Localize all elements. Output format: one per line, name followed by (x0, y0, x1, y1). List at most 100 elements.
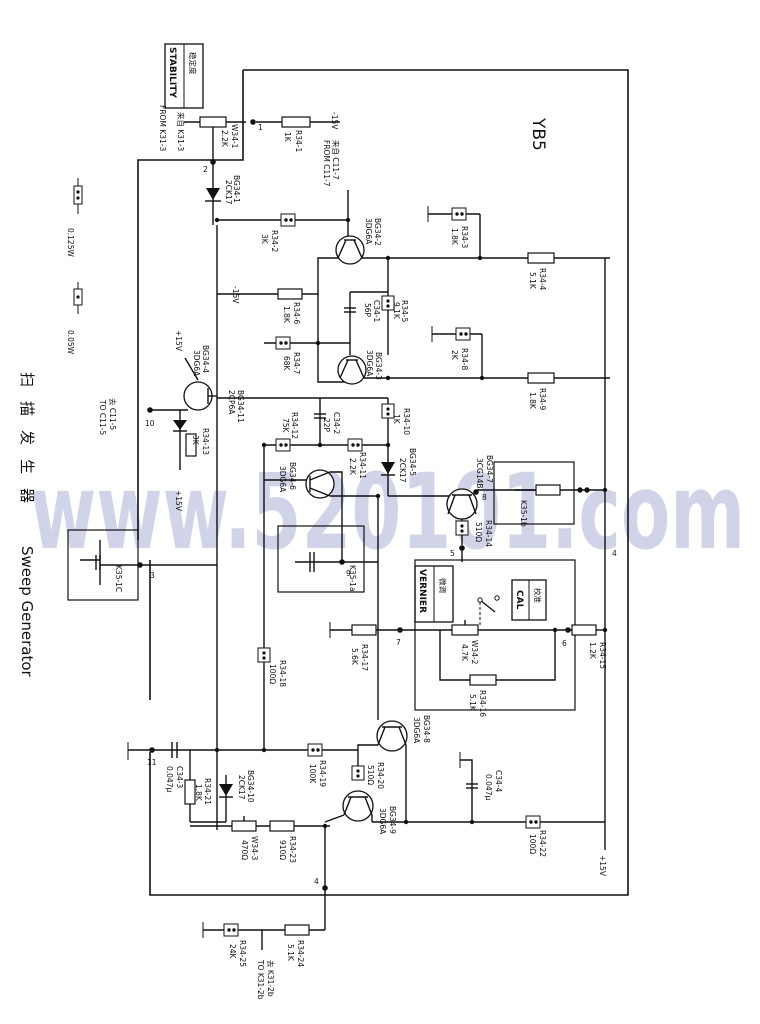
node-4-bottom: 4 (314, 877, 319, 886)
svg-text:R34-3: R34-3 (460, 226, 469, 248)
svg-text:9.1K: 9.1K (392, 302, 401, 320)
svg-text:微调: 微调 (438, 578, 448, 593)
diode-bg34-1: BG34-1 2CK17 (205, 164, 241, 225)
svg-text:BG34-10: BG34-10 (246, 770, 255, 803)
capacitor-c34-3: C34-3 0.047μ (165, 742, 184, 792)
ref-from-c11-7: 来自 C11-7 (331, 140, 341, 180)
svg-text:1K: 1K (392, 414, 401, 425)
transistor-bg34-4: BG34-4 3DG6A (183, 345, 217, 411)
node-6: 6 (562, 639, 567, 648)
svg-text:BG34-8: BG34-8 (422, 715, 431, 743)
svg-text:R34-5: R34-5 (400, 300, 409, 322)
ref-from-k31-3: 来自 K31-3 (176, 112, 186, 152)
svg-text:5.1K: 5.1K (528, 272, 537, 290)
svg-text:2CP6A: 2CP6A (227, 390, 236, 415)
resistor-r34-4: R34-4 5.1K (527, 252, 555, 290)
svg-text:100Ω: 100Ω (528, 834, 537, 854)
supply-pos15-left2: +15V (174, 490, 183, 512)
resistor-r34-2: R34-2 3K (217, 213, 348, 252)
svg-text:1.8K: 1.8K (450, 228, 459, 246)
resistor-r34-18: R34-18 100Ω (257, 647, 287, 687)
supply-neg15-mid: -15V (231, 286, 240, 304)
svg-text:100K: 100K (308, 764, 317, 784)
svg-text:4.7K: 4.7K (460, 644, 469, 662)
svg-text:R34-22: R34-22 (538, 830, 547, 857)
svg-text:K35-1C: K35-1C (114, 565, 123, 592)
svg-text:BG34-1: BG34-1 (232, 175, 241, 203)
svg-text:470Ω: 470Ω (240, 840, 249, 860)
svg-text:1.2K: 1.2K (588, 642, 597, 660)
resistor-r34-15: R34-15 1.2K (571, 624, 607, 669)
resistor-r34-11: R34-11 2.2K (347, 438, 367, 479)
svg-text:R34-19: R34-19 (318, 760, 327, 787)
svg-text:R34-1: R34-1 (294, 130, 303, 152)
svg-text:BG34-3: BG34-3 (374, 352, 383, 380)
legend-005w: 0.05W (66, 330, 75, 355)
svg-text:5.1K: 5.1K (286, 944, 295, 962)
svg-text:3DG6A: 3DG6A (412, 717, 421, 744)
svg-text:1.8K: 1.8K (528, 392, 537, 410)
svg-text:3K: 3K (191, 435, 200, 446)
node-10: 10 (145, 419, 155, 428)
svg-text:STABILITY: STABILITY (167, 47, 177, 98)
supply-pos15-left: +15V (174, 330, 183, 352)
svg-text:R34-6: R34-6 (292, 302, 301, 324)
svg-text:R34-12: R34-12 (290, 412, 299, 439)
switch-box-k35-1b: K35-1b (493, 461, 590, 527)
svg-text:3DG6A: 3DG6A (278, 466, 287, 493)
svg-text:2CK17: 2CK17 (224, 180, 233, 205)
svg-text:5.6K: 5.6K (350, 648, 359, 666)
capacitor-c34-2: C34-2 22P (314, 412, 341, 434)
capacitor-c34-4: C34-4 0.047μ (459, 752, 503, 822)
svg-text:C34-3: C34-3 (175, 766, 184, 788)
transistor-bg34-9: BG34-9 3DG6A (342, 790, 397, 835)
title-cn: 扫描发生器 (18, 372, 36, 517)
resistor-r34-14: R34-14 510Ω (455, 520, 493, 547)
svg-text:R34-25: R34-25 (238, 940, 247, 967)
ref-to-k31-2b-en: TO K31-2b (256, 959, 265, 1000)
resistor-r34-13: R34-13 3K (179, 428, 210, 470)
resistor-r34-16: R34-16 5.1K (468, 674, 497, 717)
svg-text:R34-2: R34-2 (270, 230, 279, 252)
node-8: 8 (482, 493, 487, 502)
svg-text:510Ω: 510Ω (474, 522, 483, 542)
svg-text:R34-20: R34-20 (376, 762, 385, 789)
svg-text:3K: 3K (260, 234, 269, 245)
potentiometer-w34-1: W34-1 2.2K (184, 116, 246, 162)
svg-text:910Ω: 910Ω (278, 840, 287, 860)
node-5: 5 (450, 549, 455, 558)
svg-text:2K: 2K (450, 350, 459, 361)
svg-text:100Ω: 100Ω (268, 664, 277, 684)
block-label: YB5 (528, 117, 548, 151)
page-title: 扫描发生器 Sweep Generator (18, 372, 36, 678)
svg-text:C34-4: C34-4 (494, 770, 503, 792)
legend-0125w: 0.125W (66, 228, 75, 257)
svg-text:K35-1b: K35-1b (519, 500, 528, 527)
transistor-bg34-3: BG34-3 3DG6A (337, 350, 383, 385)
svg-text:1.8K: 1.8K (194, 784, 203, 802)
svg-text:2.2K: 2.2K (220, 130, 229, 148)
svg-text:22P: 22P (322, 418, 331, 433)
supply-neg15-top: -15V (330, 112, 339, 130)
node-4-right: 4 (612, 549, 617, 558)
svg-text:R34-24: R34-24 (296, 940, 305, 967)
svg-text:BG34-2: BG34-2 (373, 218, 382, 246)
resistor-r34-5: R34-5 9.1K (381, 295, 409, 322)
capacitor-c34-1: C34-1 56P (344, 300, 381, 322)
node-11: 11 (147, 758, 157, 767)
resistor-r34-9: R34-9 1.8K (527, 372, 555, 410)
svg-text:R34-10: R34-10 (402, 408, 411, 435)
title-en: Sweep Generator (18, 546, 36, 678)
svg-text:W34-2: W34-2 (470, 640, 479, 665)
diode-bg34-5: BG34-5 2CK17 (381, 445, 417, 496)
power-rating-legend: 0.125W 0.05W (66, 178, 83, 355)
node-9: 9 (346, 569, 351, 578)
supply-pos15-right: +15V (598, 855, 607, 877)
svg-text:R34-15: R34-15 (598, 642, 607, 669)
svg-text:2CK17: 2CK17 (237, 775, 246, 800)
svg-text:BG34-7: BG34-7 (485, 455, 494, 483)
svg-text:稳定度: 稳定度 (188, 52, 198, 75)
svg-text:R34-11: R34-11 (358, 452, 367, 479)
cal-box: 校准 CAL (511, 579, 547, 621)
